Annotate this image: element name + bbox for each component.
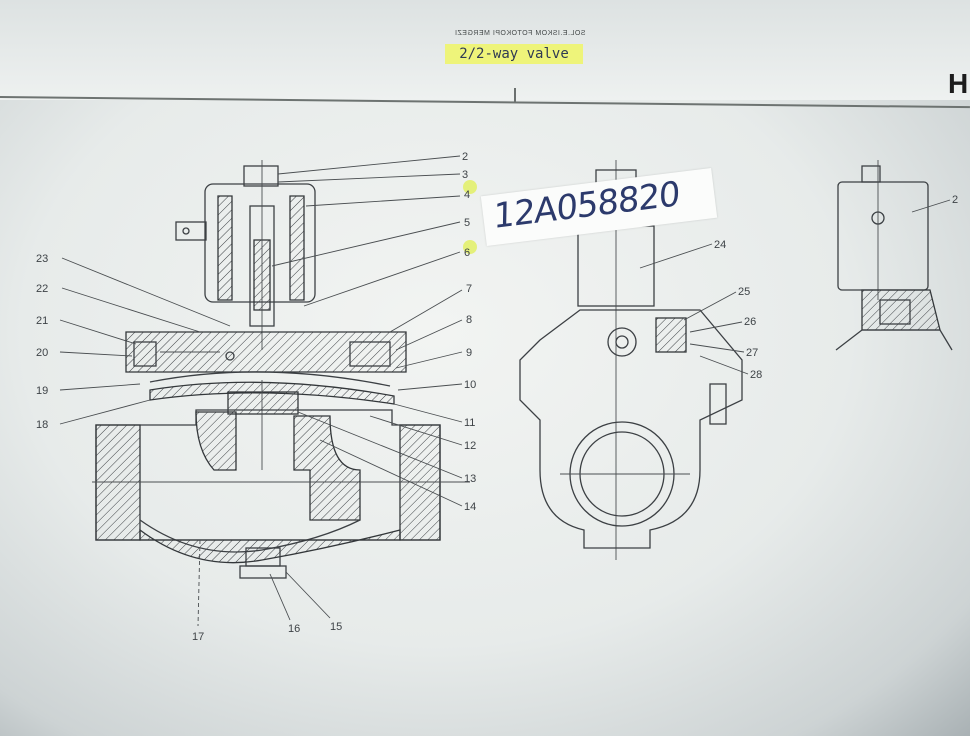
callout-3: 3 — [462, 169, 468, 181]
callout-19: 19 — [36, 385, 48, 397]
callout-7: 7 — [466, 283, 472, 295]
callout-25: 25 — [738, 286, 750, 298]
callout-11: 11 — [464, 417, 475, 429]
callout-23: 23 — [36, 253, 48, 265]
callout-16: 16 — [288, 623, 300, 635]
callout-8: 8 — [466, 314, 472, 326]
main-leaders — [59, 155, 463, 627]
callout-26: 26 — [744, 316, 756, 328]
callout-10: 10 — [464, 379, 476, 391]
callout-6: 6 — [464, 247, 470, 259]
main-callout-numbers: 2 3 4 5 6 7 8 9 10 11 12 13 14 15 16 17 … — [36, 151, 476, 643]
callout-5: 5 — [464, 217, 470, 229]
callout-4: 4 — [464, 189, 470, 201]
highlight-6 — [463, 240, 477, 254]
callout-21: 21 — [36, 315, 48, 327]
callout-27: 27 — [746, 347, 758, 359]
page-tick — [514, 88, 516, 102]
callout-2: 2 — [462, 151, 468, 163]
callout-13: 13 — [464, 473, 476, 485]
callout-17: 17 — [192, 631, 204, 643]
highlight-4 — [463, 180, 477, 194]
callout-20: 20 — [36, 347, 48, 359]
callout-15: 15 — [330, 621, 342, 633]
drawing-title: 2/2-way valve — [445, 44, 583, 64]
right-partial-view: 2 — [835, 160, 958, 351]
callout-22: 22 — [36, 283, 48, 295]
callout-9: 9 — [466, 347, 472, 359]
callout-14: 14 — [464, 501, 476, 513]
callout-12: 12 — [464, 440, 476, 452]
callout-24: 24 — [714, 239, 726, 251]
callout-18: 18 — [36, 419, 48, 431]
main-section-view — [92, 160, 470, 579]
corner-glyph: H — [948, 68, 969, 99]
callout-right-2: 2 — [952, 194, 958, 206]
callout-28: 28 — [750, 369, 762, 381]
